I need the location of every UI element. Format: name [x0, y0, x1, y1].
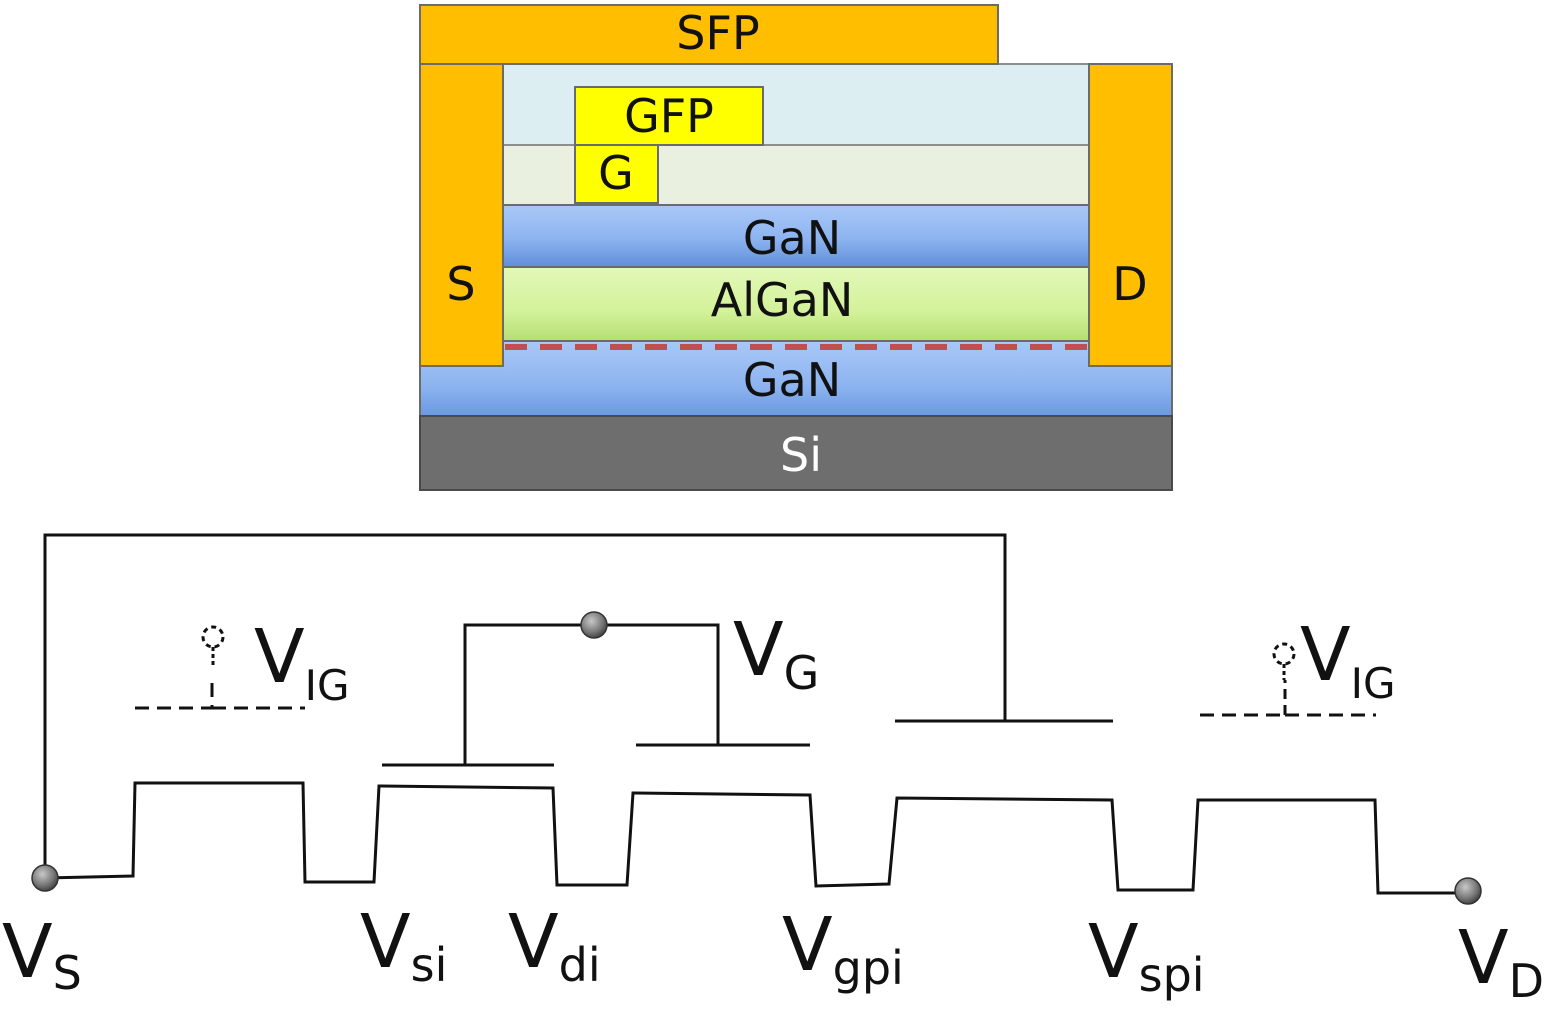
circuit-labels: VS Vsi Vdi Vgpi Vspi VD VG VIG VIG	[2, 607, 1544, 1008]
vg-label: VG	[733, 607, 819, 700]
drain-label: D	[1112, 257, 1147, 311]
drain-contact	[1088, 63, 1173, 367]
source-field-plate	[419, 4, 999, 65]
left-ig-dashed	[135, 675, 214, 710]
source-fp-wire	[43, 533, 1007, 878]
si-substrate	[419, 415, 1173, 491]
left-ig-terminal-icon	[201, 625, 225, 649]
vsi-label: Vsi	[360, 899, 447, 992]
vd-label: VD	[1458, 915, 1544, 1008]
vig-right-label: VIG	[1300, 612, 1396, 708]
gfp-label: GFP	[624, 89, 714, 143]
vig-left-label: VIG	[254, 614, 350, 710]
gan-buffer-label: GaN	[743, 353, 841, 407]
vspi-label: Vspi	[1088, 909, 1205, 1002]
gan-cap-layer	[502, 204, 1090, 268]
gate-contact	[574, 144, 659, 204]
gan-cap-label: GaN	[743, 211, 841, 265]
algan-barrier-layer	[502, 266, 1090, 342]
circuit-model	[43, 533, 1468, 895]
algan-label: AlGaN	[711, 273, 854, 327]
channel-profile	[44, 781, 1468, 895]
drain-node-icon	[1454, 877, 1482, 905]
device-cross-section: SFP GFP G S D GaN AlGaN GaN Si	[419, 4, 1173, 491]
source-contact	[419, 63, 504, 367]
sfp-label: SFP	[676, 6, 759, 60]
gate-node-icon	[580, 611, 608, 639]
vgpi-label: Vgpi	[782, 902, 904, 995]
si-label: Si	[780, 428, 822, 482]
source-node-icon	[31, 864, 59, 892]
vdi-label: Vdi	[508, 899, 601, 992]
right-ig-terminal-icon	[1272, 642, 1296, 666]
vs-label: VS	[2, 909, 82, 1000]
gate-field-plate	[574, 86, 764, 146]
gate-label: G	[598, 146, 634, 200]
source-label: S	[446, 257, 475, 311]
